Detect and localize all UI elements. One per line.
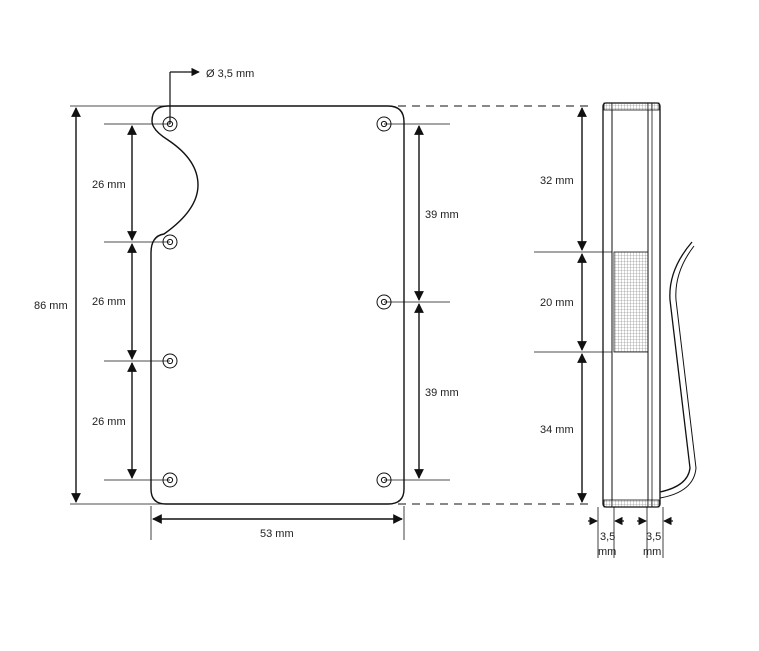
right-thickness-value: 3,5 (646, 531, 661, 543)
width-label: 53 mm (260, 528, 294, 540)
side-segment-label-top: 32 mm (540, 175, 574, 187)
left-thickness-value: 3,5 (600, 531, 615, 543)
left-pitch-label-3: 26 mm (92, 416, 126, 428)
right-pitch-label-1: 39 mm (425, 209, 459, 221)
grip-knurl-area (613, 251, 649, 353)
thickness-dimensions (588, 507, 673, 558)
right-pitch-dimensions (384, 123, 450, 481)
right-thickness-unit: mm (643, 546, 661, 558)
overall-height-label: 86 mm (34, 300, 68, 312)
right-pitch-label-2: 39 mm (425, 387, 459, 399)
belt-clip-inner (659, 245, 697, 499)
left-thickness-unit: mm (598, 546, 616, 558)
plate-outline (150, 105, 405, 505)
side-segment-label-middle: 20 mm (540, 297, 574, 309)
side-segment-dimensions (534, 107, 612, 503)
belt-clip (659, 241, 693, 493)
overall-height-dimension (70, 105, 168, 505)
left-pitch-label-1: 26 mm (92, 179, 126, 191)
left-pitch-label-2: 26 mm (92, 296, 126, 308)
hole-diameter-leader (169, 67, 200, 124)
side-segment-label-bottom: 34 mm (540, 424, 574, 436)
width-dimension (150, 506, 405, 540)
left-pitch-dimensions (104, 123, 170, 481)
hole-diameter-label: Ø 3,5 mm (206, 68, 254, 80)
